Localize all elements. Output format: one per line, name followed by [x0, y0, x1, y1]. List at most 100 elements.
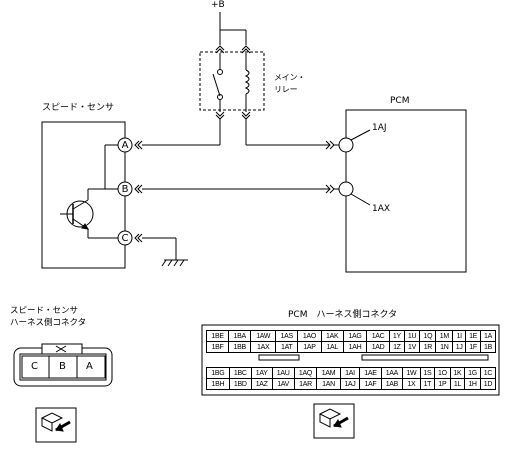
pcm-connector-pin: 1O: [434, 367, 451, 379]
pcm-connector-pin: 1AW: [250, 330, 277, 342]
pcm-connector-pin: 1F: [465, 341, 482, 353]
sensor-connector-cell-1: B: [59, 361, 66, 372]
pcm-connector-pin: 1M: [435, 330, 454, 342]
main-relay-box: [199, 51, 265, 111]
pcm-connector-pin: 1AX: [250, 341, 277, 353]
pcm-connector-pin: 1AQ: [293, 367, 318, 379]
view-arrow-left: [40, 412, 71, 432]
relay-connector-bottom: [215, 111, 251, 120]
sensor-connector-title: スピード・センサ ハーネス側コネクタ: [10, 306, 87, 328]
pcm-connector-pin: 1R: [419, 341, 437, 353]
pcm-connector-pin: 1AU: [271, 367, 295, 379]
pcm-connector-pin: 1P: [434, 378, 451, 390]
pcm-connector-pin: 1X: [402, 378, 421, 390]
sensor-connector-cell-2: A: [86, 361, 93, 372]
leader-1ax: [350, 193, 371, 206]
pcm-connector-pin: 1BC: [228, 367, 252, 379]
pin-1aj-label: 1AJ: [372, 123, 387, 133]
pcm-connector-pin: 1AA: [380, 367, 404, 379]
pcm-connector-pin: 1Z: [388, 341, 405, 353]
pcm-connector-pin: 1I: [452, 330, 467, 342]
pcm-connector-pin: 1Y: [388, 330, 405, 342]
pcm-connector-pin: 1T: [419, 378, 436, 390]
pcm-connector-view-icon: [313, 403, 355, 439]
view-arrow-right: [318, 408, 349, 428]
pcm-connector-pin: 1AB: [380, 378, 404, 390]
relay-coil: [244, 69, 250, 95]
pcm-connector-pin: 1BA: [228, 330, 252, 342]
pcm-connector-title: PCM ハーネス側コネクタ: [288, 310, 398, 320]
pcm-connector-pin: 1AL: [320, 341, 344, 353]
pcm-connector-pin: 1AI: [339, 367, 361, 379]
pcm-pin-1aj: [338, 137, 354, 153]
pcm-connector-pin: 1AF: [359, 378, 382, 390]
relay-switch-arm: [212, 73, 221, 97]
sensor-connector-view-icon: [35, 407, 77, 443]
pcm-connector-pin: 1AT: [275, 341, 299, 353]
pcm-connector-pin: 1AC: [366, 330, 390, 342]
pcm-connector-pin: 1BG: [206, 367, 230, 379]
pcm-connector-pin: 1BE: [205, 330, 230, 342]
pcm-connector-pin: 1J: [452, 341, 467, 353]
pcm-connector-pin: 1BB: [228, 341, 252, 353]
pcm-connector-pin: 1K: [449, 367, 466, 379]
pcm-connector-pin: 1D: [479, 378, 497, 390]
pcm-connector-pin: 1AN: [316, 378, 341, 390]
pcm-connector-pin: 1C: [479, 367, 497, 379]
leader-1aj: [350, 129, 371, 141]
pcm-connector-pin: 1Q: [419, 330, 437, 342]
pcm-connector-pin: 1AH: [342, 341, 368, 353]
pcm-connector-pin: 1AK: [320, 330, 344, 342]
pcm-connector-pin: 1H: [464, 378, 481, 390]
relay-switch-contact-bottom: [217, 94, 223, 100]
relay-switch-contact-top: [217, 69, 223, 75]
pcm-connector-pin: 1N: [435, 341, 454, 353]
pcm-connector-pin: 1L: [449, 378, 466, 390]
pcm-connector-pin: 1S: [419, 367, 436, 379]
pcm-connector-pin: 1W: [402, 367, 421, 379]
pcm-connector-outline: [201, 324, 500, 396]
sensor-connector-cell-0: C: [31, 361, 38, 372]
power-label: +B: [211, 0, 225, 10]
pcm-connector-pin: 1AJ: [339, 378, 361, 390]
sensor-pin-a-label: A: [121, 139, 129, 151]
pcm-connector-pin: 1AE: [359, 367, 382, 379]
sensor-pin-b-label: B: [121, 183, 129, 195]
pcm-connector-pin: 1AZ: [250, 378, 273, 390]
sensor-label: スピード・センサ: [42, 103, 115, 113]
sensor-connector-chevrons: [134, 140, 143, 243]
pcm-connector-pin: 1E: [465, 330, 482, 342]
ground-symbol: [161, 259, 188, 267]
relay-label: メイン・ リレー: [274, 73, 306, 94]
pcm-connector-pin: 1AS: [275, 330, 299, 342]
pcm-box: [345, 109, 467, 273]
pcm-connector-chevrons: [325, 140, 335, 194]
pcm-connector-pin: 1AV: [271, 378, 295, 390]
pcm-connector-pin: 1G: [464, 367, 481, 379]
relay-connector-top: [215, 45, 251, 54]
sensor-pin-c-label: C: [121, 232, 129, 244]
pcm-connector-pin: 1BF: [205, 341, 230, 353]
pcm-connector-pin: 1AM: [316, 367, 341, 379]
pin-1ax-label: 1AX: [372, 204, 391, 214]
pcm-label: PCM: [390, 96, 410, 106]
speed-sensor-box: [41, 121, 126, 269]
pcm-connector-pin: 1AR: [293, 378, 318, 390]
pcm-connector-pin: 1A: [480, 330, 496, 342]
pcm-connector-pin: 1AY: [250, 367, 273, 379]
pcm-connector-pin: 1AO: [297, 330, 322, 342]
pcm-connector-pin: 1B: [480, 341, 496, 353]
pcm-pin-1ax: [338, 181, 354, 197]
pcm-connector-pin: 1AD: [366, 341, 390, 353]
sensor-connector-latch: [55, 345, 67, 353]
pcm-connector-pin: 1AP: [297, 341, 322, 353]
pcm-connector-pin: 1U: [403, 330, 421, 342]
